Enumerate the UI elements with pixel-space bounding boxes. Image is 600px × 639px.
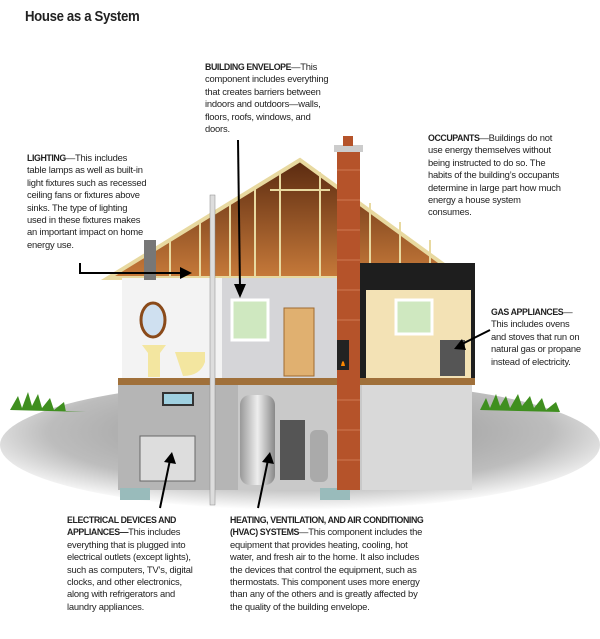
- lighting-arrow: [79, 263, 182, 274]
- basement-right: [362, 384, 472, 490]
- caption-occupants: OCCUPANTS—Buildings do not use energy th…: [428, 132, 563, 219]
- window: [230, 298, 270, 342]
- hvac-duct: [240, 395, 275, 485]
- kitchen-window: [394, 298, 434, 336]
- caption-text: —This component includes everything that…: [205, 61, 329, 135]
- caption-heading: GAS APPLIANCES: [491, 307, 564, 317]
- basement-window: [162, 392, 194, 406]
- water-heater: [310, 430, 328, 482]
- caption-electrical: ELECTRICAL DEVICES AND APPLIANCES—This i…: [67, 514, 202, 613]
- envelope-arrow: [237, 139, 241, 289]
- bathroom: [122, 278, 222, 378]
- caption-building-envelope: BUILDING ENVELOPE—This component include…: [205, 61, 330, 135]
- hvac-arrow: [257, 459, 269, 509]
- caption-heading: ELECTRICAL DEVICES AND APPLIANCES—: [67, 515, 176, 538]
- caption-heading: HEATING, VENTILATION, AND AIR CONDITIONI…: [230, 515, 424, 538]
- footing-left: [120, 488, 150, 500]
- mirror: [139, 301, 167, 339]
- footing-right: [320, 488, 350, 500]
- caption-text: —This component includes the equipment t…: [230, 526, 423, 612]
- caption-text: This includes everything that is plugged…: [67, 526, 193, 612]
- door: [283, 307, 315, 377]
- caption-gas-appliances: GAS APPLIANCES—This includes ovens and s…: [491, 306, 581, 368]
- floor-slab: [118, 378, 475, 385]
- vent-pipe: [209, 194, 216, 506]
- caption-heading: OCCUPANTS: [428, 133, 480, 143]
- toilet: [175, 352, 205, 376]
- caption-lighting: LIGHTING—This includes table lamps as we…: [27, 152, 147, 251]
- caption-text: —This includes table lamps as well as bu…: [27, 152, 147, 250]
- electrical-arrow: [159, 459, 171, 509]
- caption-text: —Buildings do not use energy themselves …: [428, 132, 561, 218]
- fireplace: [337, 340, 349, 370]
- caption-hvac: HEATING, VENTILATION, AND AIR CONDITIONI…: [230, 514, 430, 613]
- roof-vent: [144, 240, 156, 280]
- grass-right: [480, 394, 560, 412]
- roof: [100, 157, 469, 280]
- caption-heading: BUILDING ENVELOPE: [205, 62, 292, 72]
- grass-left: [10, 392, 86, 412]
- furnace: [280, 420, 305, 480]
- sink: [142, 345, 166, 377]
- gas-arrow: [459, 329, 491, 346]
- page-title: House as a System: [25, 8, 140, 25]
- caption-heading: LIGHTING: [27, 153, 66, 163]
- caption-text: —This includes ovens and stoves that run…: [491, 306, 581, 367]
